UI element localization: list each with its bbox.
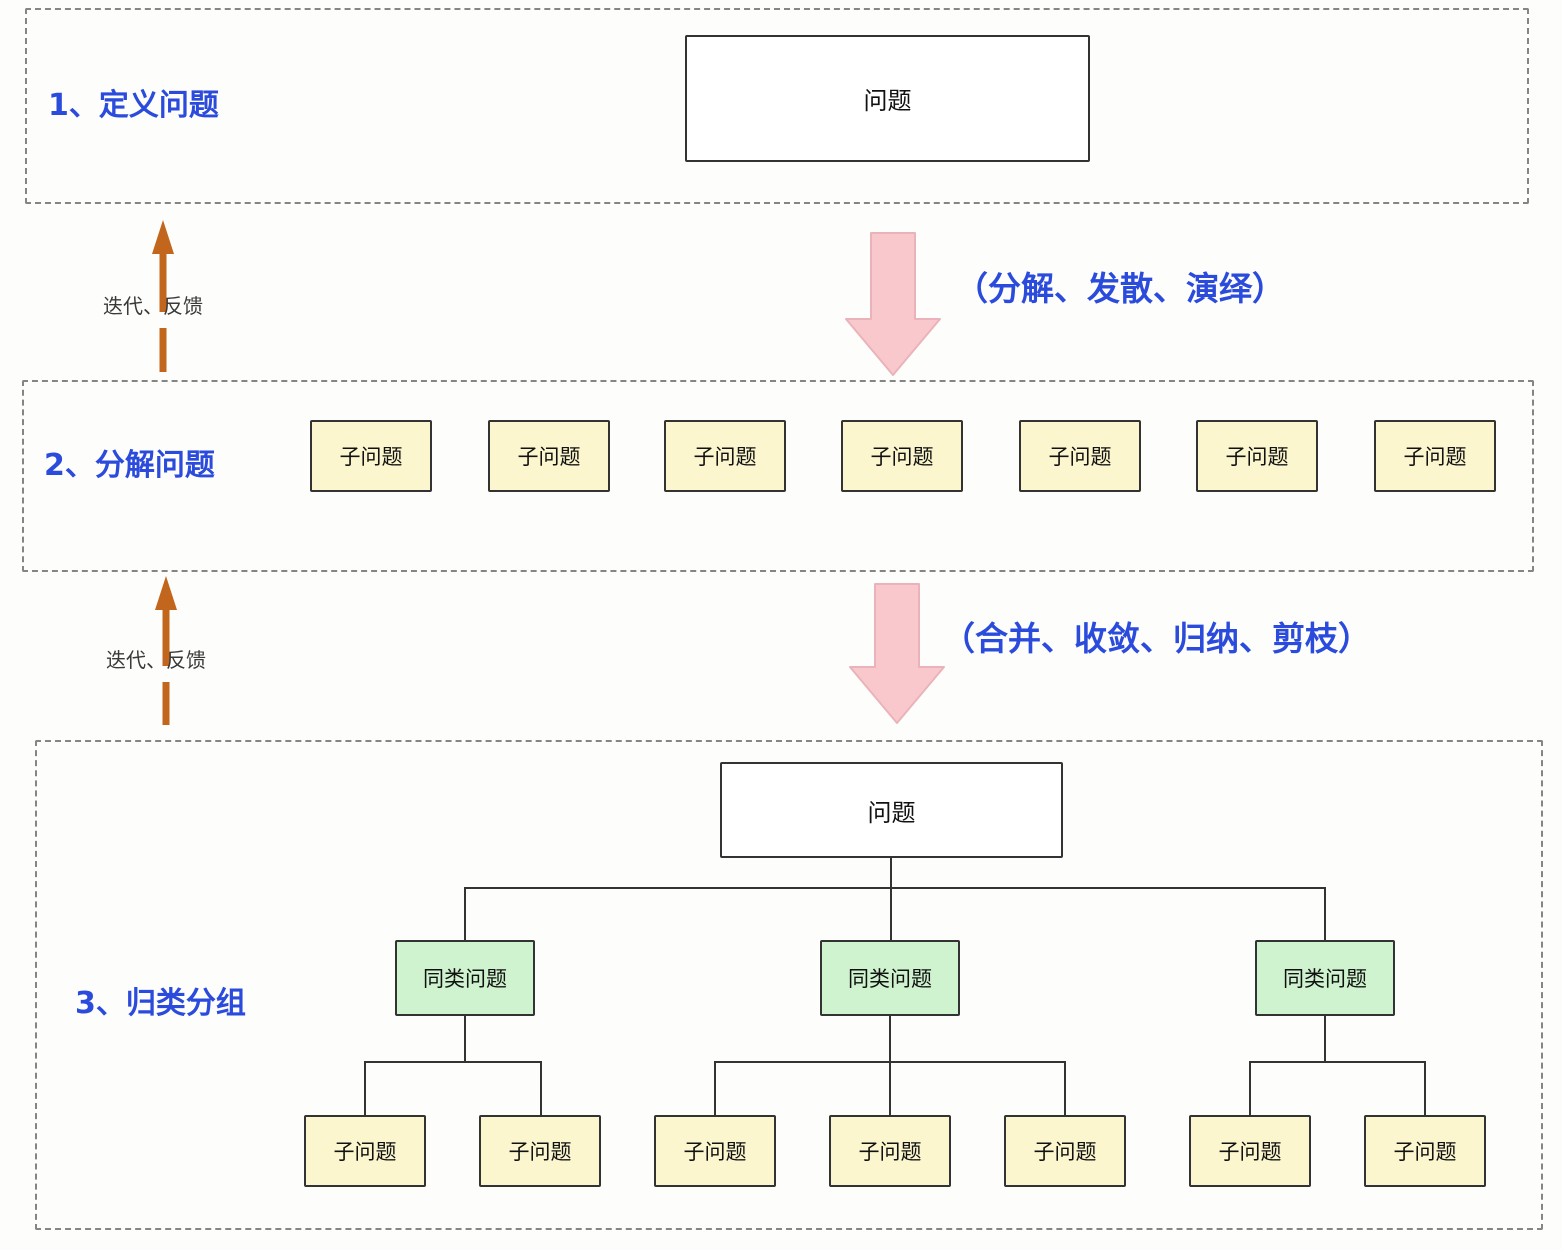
problem-node-tree-root: 问题: [720, 762, 1063, 858]
tree-connector: [890, 858, 892, 889]
tree-connector: [364, 1062, 366, 1115]
tree-connector: [1249, 1061, 1426, 1063]
sub-problem-node: 子问题: [841, 420, 963, 492]
feedback-label-1: 迭代、反馈: [103, 294, 203, 318]
tree-connector: [1424, 1062, 1426, 1115]
sub-problem-node: 子问题: [488, 420, 610, 492]
up-arrow-icon: [152, 220, 174, 372]
category-node: 同类问题: [1255, 940, 1395, 1016]
tree-connector: [890, 888, 892, 940]
section-group-problem: [35, 740, 1543, 1230]
sub-problem-node: 子问题: [1019, 420, 1141, 492]
sub-problem-node: 子问题: [1374, 420, 1496, 492]
sub-problem-node: 子问题: [654, 1115, 776, 1187]
down-arrow-icon: [849, 583, 945, 724]
category-node: 同类问题: [820, 940, 960, 1016]
tree-connector: [464, 887, 1326, 889]
sub-problem-node: 子问题: [829, 1115, 951, 1187]
section-decompose-title: 2、分解问题: [44, 448, 215, 483]
down-arrow-icon: [845, 232, 941, 376]
tree-connector: [364, 1061, 542, 1063]
sub-problem-node: 子问题: [1004, 1115, 1126, 1187]
tree-connector: [714, 1062, 716, 1115]
sub-problem-node: 子问题: [479, 1115, 601, 1187]
tree-connector: [1324, 888, 1326, 940]
tree-connector: [1324, 1016, 1326, 1062]
category-node: 同类问题: [395, 940, 535, 1016]
transition-label-decompose: （分解、发散、演绎）: [955, 269, 1285, 308]
sub-problem-node: 子问题: [664, 420, 786, 492]
problem-node-top: 问题: [685, 35, 1090, 162]
sub-problem-node: 子问题: [1364, 1115, 1486, 1187]
sub-problem-node: 子问题: [1189, 1115, 1311, 1187]
section-define-title: 1、定义问题: [48, 88, 219, 123]
tree-connector: [540, 1062, 542, 1115]
tree-connector: [464, 888, 466, 940]
sub-problem-node: 子问题: [304, 1115, 426, 1187]
tree-connector: [714, 1061, 1066, 1063]
tree-connector: [1249, 1062, 1251, 1115]
tree-connector: [464, 1016, 466, 1062]
section-decompose-problem: [22, 380, 1534, 572]
transition-label-merge: （合并、收敛、归纳、剪枝）: [942, 619, 1371, 658]
section-define-problem: [25, 8, 1529, 204]
up-arrow-icon: [155, 576, 177, 725]
tree-connector: [1064, 1062, 1066, 1115]
section-group-title: 3、归类分组: [75, 986, 246, 1021]
tree-connector: [889, 1016, 891, 1115]
sub-problem-node: 子问题: [310, 420, 432, 492]
feedback-label-2: 迭代、反馈: [106, 648, 206, 672]
sub-problem-node: 子问题: [1196, 420, 1318, 492]
